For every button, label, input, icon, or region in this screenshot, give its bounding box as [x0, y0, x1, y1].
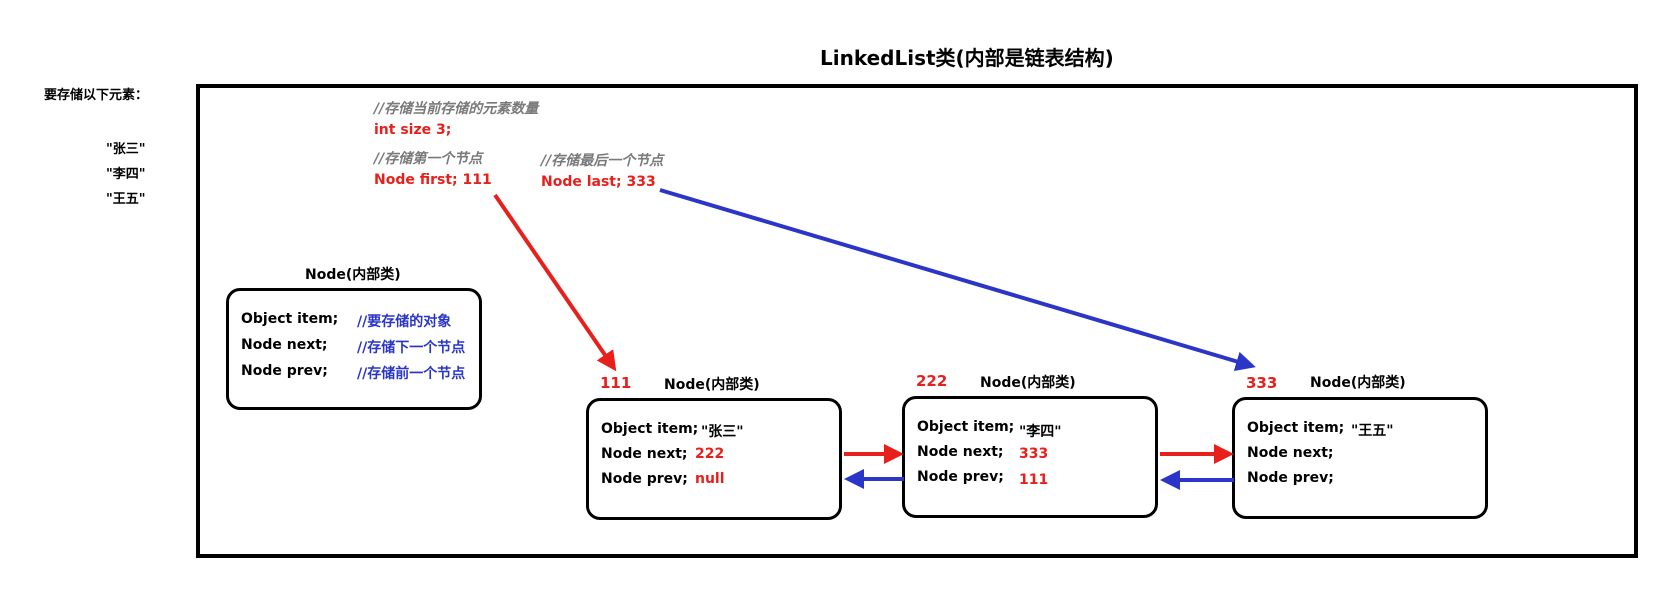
- node-title: Node(内部类): [980, 375, 1076, 391]
- prev-value: 111: [1019, 472, 1049, 488]
- next-label: Node next;: [601, 446, 688, 462]
- side-heading: 要存储以下元素：: [44, 88, 149, 103]
- item-value: "张三": [701, 424, 744, 440]
- prev-label: Node prev;: [601, 471, 688, 487]
- item-label: Object item;: [1247, 420, 1345, 436]
- node-address: 222: [916, 372, 948, 390]
- node-title: Node(内部类): [664, 377, 760, 393]
- legend-prev-label: Node prev;: [241, 363, 328, 379]
- legend-item-label: Object item;: [241, 311, 339, 327]
- next-label: Node next;: [917, 444, 1004, 460]
- legend-item-comment: //要存储的对象: [357, 314, 452, 330]
- first-pointer-arrow: [493, 193, 617, 372]
- last-pointer-arrow: [659, 188, 1256, 372]
- item-label: Object item;: [601, 421, 699, 437]
- node-title: Node(内部类): [1310, 375, 1406, 391]
- prev-label: Node prev;: [1247, 470, 1334, 486]
- next-label: Node next;: [1247, 445, 1334, 461]
- node-box-2: Object item; "李四" Node next; 333 Node pr…: [902, 396, 1158, 518]
- size-field: int size 3;: [374, 122, 452, 138]
- last-comment: //存储最后一个节点: [541, 153, 664, 169]
- last-field: Node last; 333: [541, 174, 656, 190]
- node-box-3: Object item; "王五" Node next; Node prev;: [1232, 397, 1488, 519]
- item-value: "李四": [1019, 424, 1062, 440]
- first-field: Node first; 111: [374, 172, 492, 188]
- side-item: "张三": [106, 142, 146, 157]
- item-value: "王五": [1351, 423, 1394, 439]
- node-box-1: Object item; "张三" Node next; 222 Node pr…: [586, 398, 842, 520]
- side-item: "李四": [106, 167, 146, 182]
- item-label: Object item;: [917, 419, 1015, 435]
- size-comment: //存储当前存储的元素数量: [374, 101, 539, 117]
- legend-prev-comment: //存储前一个节点: [357, 366, 466, 382]
- prev-label: Node prev;: [917, 469, 1004, 485]
- linkedlist-frame: [196, 84, 1638, 558]
- legend-next-label: Node next;: [241, 337, 328, 353]
- next-value: 333: [1019, 446, 1049, 462]
- node-address: 333: [1246, 374, 1278, 392]
- legend-node-title: Node(内部类): [305, 267, 401, 283]
- node-address: 111: [600, 374, 632, 392]
- next-value: 222: [695, 446, 725, 462]
- first-comment: //存储第一个节点: [374, 151, 483, 167]
- side-item: "王五": [106, 192, 146, 207]
- page-title: LinkedList类(内部是链表结构): [820, 46, 1114, 70]
- legend-next-comment: //存储下一个节点: [357, 340, 466, 356]
- legend-node-box: Object item; //要存储的对象 Node next; //存储下一个…: [226, 288, 482, 410]
- prev-value: null: [695, 471, 725, 487]
